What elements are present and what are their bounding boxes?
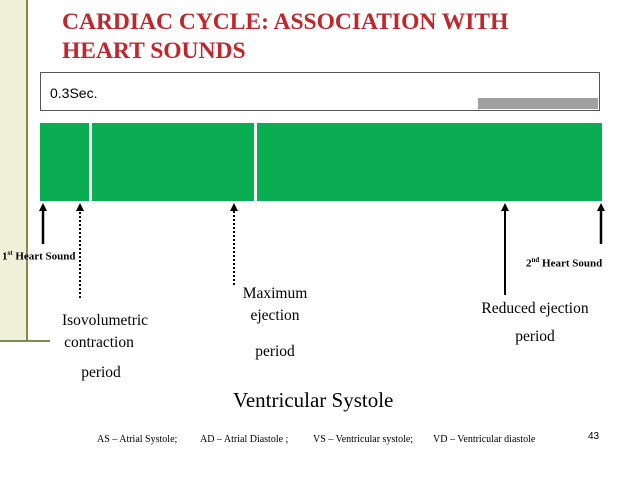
footnote-ad: AD – Atrial Diastole ;	[200, 434, 289, 445]
footnote-vs: VS – Ventricular systole;	[313, 434, 414, 445]
reduced-ejection-label: Reduced ejection period	[481, 300, 589, 345]
page-number: 43	[588, 431, 600, 442]
isovolumetric-label: Isovolumetric contraction period	[61, 312, 149, 381]
footnote-vd: VD – Ventricular diastole	[433, 434, 536, 445]
left-accent-bar	[0, 0, 26, 340]
phase-divider-2	[254, 123, 257, 201]
time-scale-label: 0.3Sec.	[50, 85, 98, 101]
time-scale-box	[40, 72, 600, 111]
time-scale-bar	[478, 98, 598, 109]
second-heart-sound-label: 2nd Heart Sound	[526, 256, 603, 270]
phase-divider-1	[89, 123, 92, 201]
accent-rule	[0, 340, 50, 342]
footnote-as: AS – Atrial Systole;	[97, 434, 178, 445]
ventricular-systole-bar	[40, 123, 602, 201]
ventricular-systole-label: Ventricular Systole	[233, 388, 394, 412]
first-heart-sound-label: 1st Heart Sound	[2, 249, 76, 263]
slide-title: CARDIAC CYCLE: ASSOCIATION WITH HEART SO…	[62, 9, 509, 64]
maximum-ejection-label: Maximum ejection period	[242, 285, 308, 360]
left-accent-line	[26, 0, 28, 340]
